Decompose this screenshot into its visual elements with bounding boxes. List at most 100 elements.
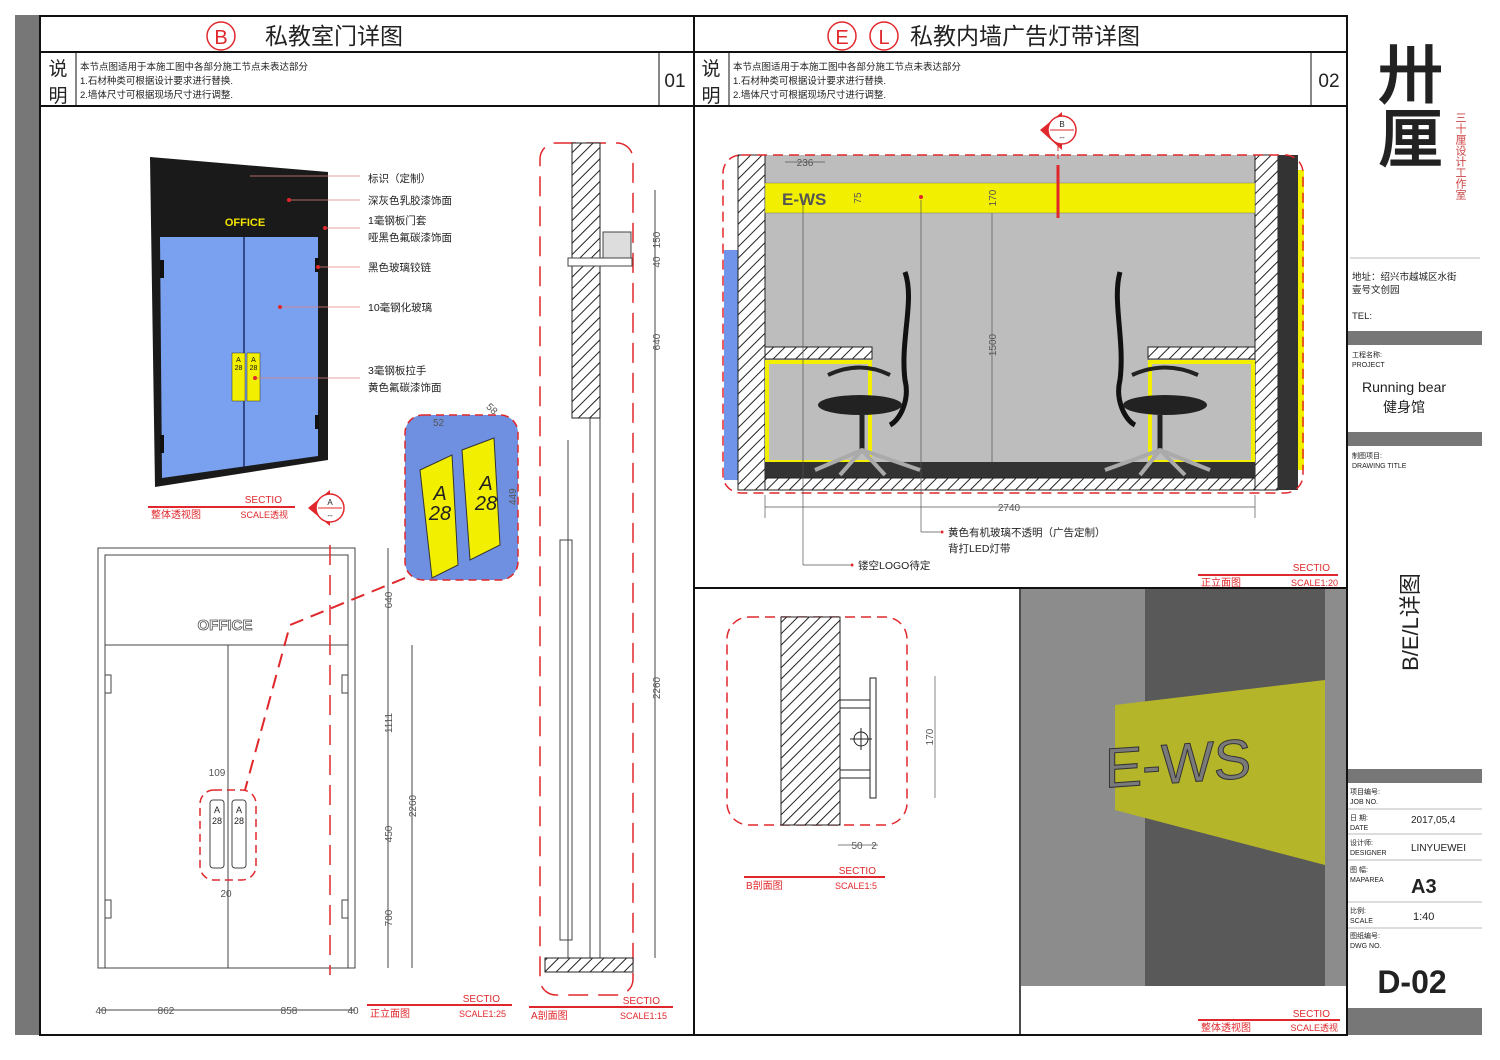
view-scale: SCALE透视 — [1290, 1022, 1338, 1033]
dimension: 862 — [158, 1006, 175, 1017]
view-name: 正立面图 — [1201, 576, 1241, 589]
section-a-drawing: 150 40 640 2260 — [539, 142, 663, 996]
field-label: 设计师: — [1350, 838, 1373, 847]
dimension: 40 — [95, 1006, 107, 1017]
view-scale: SCALE1:5 — [835, 881, 877, 891]
callout: 哑黑色氟碳漆饰面 — [368, 231, 452, 244]
handle-number: 28 — [235, 365, 243, 372]
field-label: MAPAREA — [1350, 877, 1384, 884]
title-marker: E — [835, 27, 848, 49]
callout: 黑色玻璃铰链 — [368, 261, 431, 274]
view-sectio: SECTIO — [1293, 563, 1330, 574]
dimension: 640 — [384, 591, 395, 608]
field-label: SCALE — [1350, 918, 1373, 925]
view-label: SECTIO 正立面图 SCALE1:20 — [1198, 563, 1338, 589]
notes-label: 明 — [701, 86, 720, 107]
project-name: 健身馆 — [1383, 399, 1425, 415]
dimension: 450 — [384, 825, 395, 842]
section-marker-a: A -- — [308, 490, 345, 526]
view-name: 整体透视图 — [1201, 1021, 1251, 1034]
drawing-title-label: DRAWING TITLE — [1352, 463, 1407, 470]
notes-label: 说 — [48, 58, 67, 80]
dimension: 858 — [281, 1006, 298, 1017]
handle-number: 28 — [474, 493, 497, 515]
tel-label: TEL: — [1352, 311, 1372, 322]
sign-perspective: E-WS — [1021, 589, 1346, 986]
callout: 深灰色乳胶漆饰面 — [368, 194, 452, 207]
project-name: Running bear — [1362, 379, 1446, 395]
field-label: DESIGNER — [1350, 850, 1387, 857]
title-marker: L — [878, 27, 889, 49]
section-marker-b: B -- — [1040, 112, 1077, 150]
dimension: 52 — [433, 418, 445, 429]
wall-elevation: E-WS 236 — [722, 130, 1304, 572]
view-sectio: SECTIO — [623, 996, 660, 1007]
dimension: 236 — [797, 158, 814, 169]
dimension: 20 — [220, 889, 232, 900]
callout: 背打LED灯带 — [948, 542, 1010, 555]
field-label: 图 幅: — [1350, 865, 1368, 874]
section-b-drawing: 170 50 2 — [726, 616, 936, 852]
dimension: 75 — [853, 192, 864, 204]
handle-letter: A — [214, 805, 220, 815]
note-line: 本节点图适用于本施工图中各部分施工节点未表达部分 — [733, 61, 962, 73]
door-perspective: OFFICE A 28 A 28 — [150, 157, 360, 487]
dimension: 1500 — [988, 333, 999, 356]
drawing-title-label: 制图项目: — [1352, 451, 1382, 460]
note-line: 2.墙体尺寸可根据现场尺寸进行调整. — [733, 89, 886, 101]
section-letter: A — [327, 498, 333, 507]
callout: 镂空LOGO待定 — [858, 559, 931, 572]
studio-logo: 卅厘 — [1368, 41, 1443, 169]
led-sign-band — [764, 182, 1256, 214]
note-line: 1.石材种类可根据设计要求进行替换. — [733, 75, 886, 87]
scale-value: 1:40 — [1413, 911, 1434, 923]
drawing-title: B/E/L详图 — [1398, 573, 1423, 671]
dimension: 2 — [871, 841, 877, 852]
callout: 3毫钢板拉手 — [368, 364, 426, 377]
maparea-value: A3 — [1411, 876, 1437, 898]
dimension: 449 — [508, 488, 519, 505]
view-sectio: SECTIO — [1293, 1009, 1330, 1020]
view-scale: SCALE1:20 — [1291, 578, 1338, 588]
field-label: 日 期: — [1350, 814, 1368, 822]
dimension: 150 — [652, 231, 663, 248]
dimension: 40 — [347, 1006, 359, 1017]
left-sheet-header: B 私教室门详图 说 明 本节点图适用于本施工图中各部分施工节点未表达部分 1.… — [48, 21, 686, 107]
address-line: 壹号文创园 — [1352, 284, 1400, 296]
view-label: SECTIO 整体透视图 SCALE透视 — [148, 495, 295, 521]
callout: 标识（定制） — [368, 172, 431, 185]
note-line: 2.墙体尺寸可根据现场尺寸进行调整. — [80, 89, 233, 101]
handle-letter: A — [236, 805, 242, 815]
view-sectio: SECTIO — [463, 994, 500, 1005]
note-line: 本节点图适用于本施工图中各部分施工节点未表达部分 — [80, 61, 309, 73]
handle-number: 28 — [234, 816, 244, 826]
designer-value: LINYUEWEI — [1411, 843, 1466, 854]
callout: 1毫钢板门套 — [368, 214, 427, 227]
field-label: JOB NO. — [1350, 799, 1378, 806]
title-marker: B — [214, 27, 227, 49]
dimension: 40 — [652, 256, 663, 268]
section-sub: -- — [327, 511, 333, 520]
view-name: 整体透视图 — [151, 508, 201, 521]
field-label: DATE — [1350, 825, 1368, 832]
door-callouts: 标识（定制） 深灰色乳胶漆饰面 1毫钢板门套 哑黑色氟碳漆饰面 黑色玻璃铰链 1… — [368, 172, 452, 394]
field-label: 比例: — [1350, 906, 1366, 915]
right-sheet-header: E L 私教内墙广告灯带详图 说 明 本节点图适用于本施工图中各部分施工节点未表… — [701, 21, 1340, 107]
callout: 10毫钢化玻璃 — [368, 301, 432, 314]
title-block: 卅厘 三十厘设计工作室 地址：绍兴市越城区水街 壹号文创园 TEL: 工程名称:… — [1348, 41, 1482, 1035]
elevation-dimensions: 109 20 640 1111 450 700 2260 40 862 858 … — [95, 591, 419, 1017]
handle-letter: A — [251, 357, 256, 364]
view-label: SECTIO A剖面图 SCALE1:15 — [529, 996, 673, 1022]
view-label: SECTIO B剖面图 SCALE1:5 — [744, 866, 885, 892]
view-name: 正立面图 — [370, 1007, 410, 1020]
callout: 黄色有机玻璃不透明（广告定制） — [948, 526, 1106, 539]
dwg-number: D-02 — [1377, 964, 1446, 1000]
dimension: 109 — [209, 768, 226, 779]
view-name: B剖面图 — [746, 879, 783, 892]
handle-detail: A 28 A 28 52 58 449 — [404, 402, 519, 581]
handle-marks: A 28 A 28 — [212, 805, 244, 826]
field-label: DWG NO. — [1350, 943, 1382, 950]
section-letter: B — [1059, 120, 1064, 129]
dimension: 170 — [988, 189, 999, 206]
